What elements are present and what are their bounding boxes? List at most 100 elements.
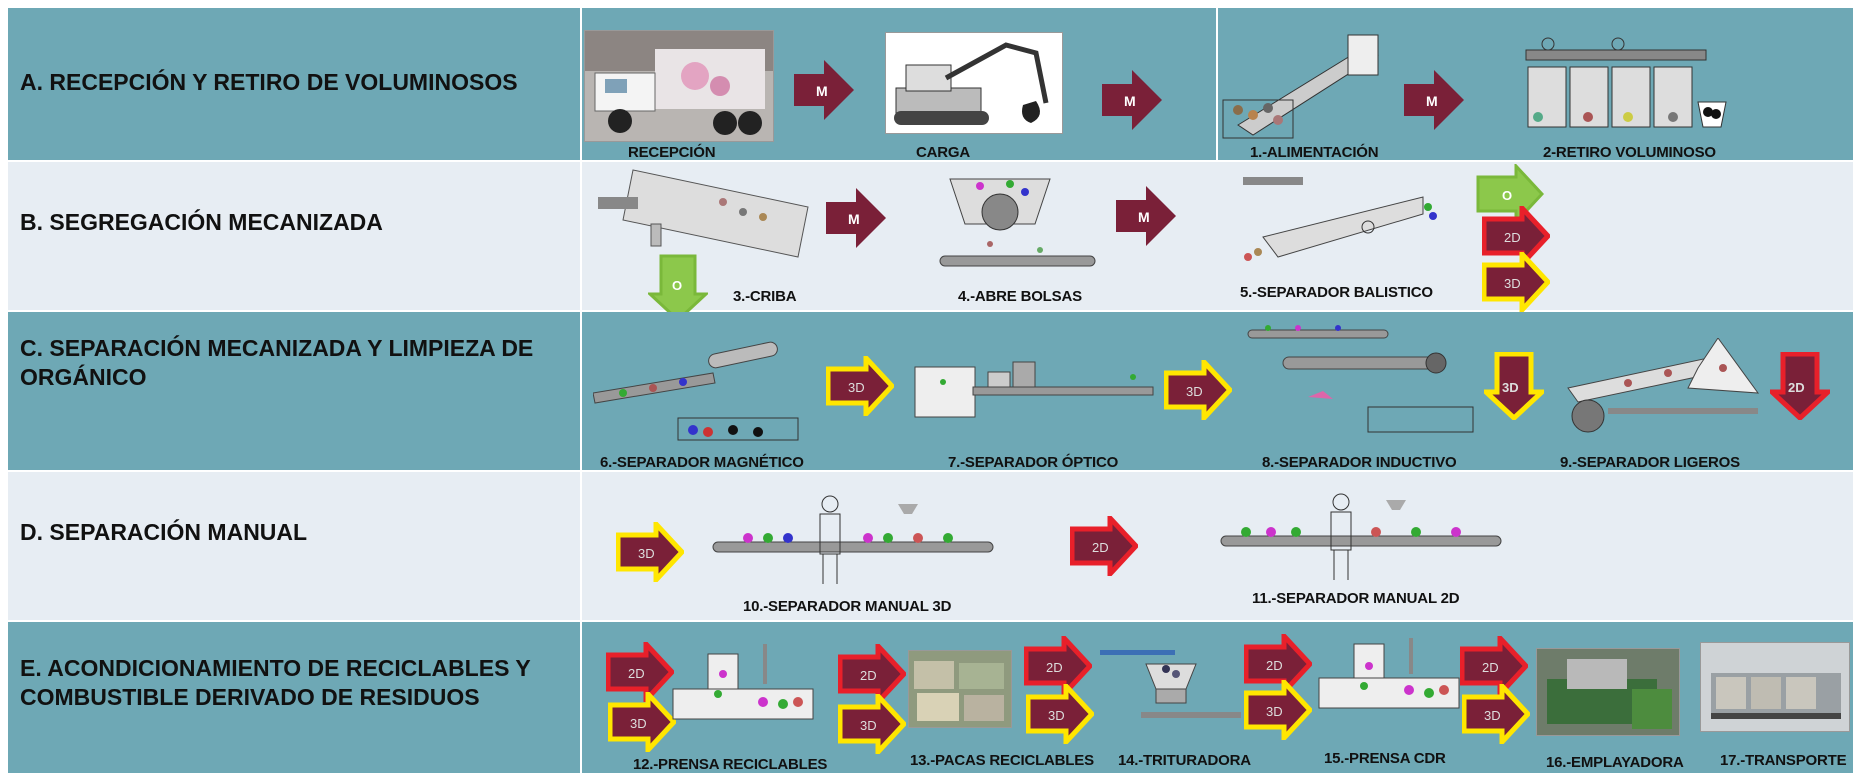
svg-text:3D: 3D (1266, 704, 1283, 719)
step-label: 9.-SEPARADOR LIGEROS (1560, 454, 1740, 471)
svg-text:M: M (1426, 93, 1438, 109)
svg-text:3D: 3D (848, 380, 865, 395)
divider (1216, 8, 1218, 160)
bulky-removal-illustration (1525, 37, 1727, 128)
arrow-m-icon: M (1404, 70, 1464, 130)
manual-sorting-2d-illustration (1220, 493, 1502, 580)
trommel-illustration (598, 169, 809, 258)
step-label: 2-RETIRO VOLUMINOSO (1543, 144, 1716, 161)
arrow-m-icon: M (1102, 70, 1162, 130)
section-c-row: C. SEPARACIÓN MECANIZADA Y LIMPIEZA DE O… (8, 312, 1853, 471)
step-label: CARGA (916, 144, 970, 161)
svg-text:O: O (672, 278, 682, 293)
svg-text:3D: 3D (1502, 380, 1519, 395)
divider (580, 8, 582, 160)
step-label: 17.-TRANSPORTE (1720, 752, 1847, 769)
truck-illustration (584, 30, 774, 142)
arrow-2d-icon: 2D (1244, 634, 1312, 694)
shredder-illustration (1100, 650, 1241, 718)
arrow-3d-icon: 3D (1026, 684, 1094, 744)
arrow-m-icon: M (1116, 186, 1176, 246)
svg-text:3D: 3D (1484, 708, 1501, 723)
svg-text:2D: 2D (628, 666, 645, 681)
manual-sorting-3d-illustration (712, 495, 994, 584)
step-label: 7.-SEPARADOR ÓPTICO (948, 454, 1119, 471)
svg-text:2D: 2D (1504, 230, 1521, 245)
step-label: 11.-SEPARADOR MANUAL 2D (1252, 590, 1460, 607)
svg-text:M: M (1138, 209, 1150, 225)
arrow-2d-icon: 2D (838, 644, 906, 704)
arrow-2d-icon: 2D (1482, 206, 1550, 266)
step-label: 15.-PRENSA CDR (1324, 750, 1446, 767)
divider (580, 622, 582, 773)
light-separator-illustration (1567, 338, 1760, 433)
section-d-title: D. SEPARACIÓN MANUAL (20, 519, 308, 545)
step-label: 1.-ALIMENTACIÓN (1250, 144, 1379, 161)
section-e-row: E. ACONDICIONAMIENTO DE RECICLABLES Y CO… (8, 622, 1853, 773)
step-label: 3.-CRIBA (733, 288, 797, 305)
arrow-2d-icon: 2D (1070, 516, 1138, 576)
excavator-illustration (885, 32, 1063, 134)
section-d-row: D. SEPARACIÓN MANUAL 3D 10.-SEPARADOR MA… (8, 472, 1853, 620)
step-label: RECEPCIÓN (628, 144, 716, 161)
step-label: 8.-SEPARADOR INDUCTIVO (1262, 454, 1457, 471)
section-e-title: E. ACONDICIONAMIENTO DE RECICLABLES Y CO… (20, 655, 531, 710)
step-label: 14.-TRITURADORA (1118, 752, 1251, 769)
svg-text:3D: 3D (1186, 384, 1203, 399)
svg-text:2D: 2D (1266, 658, 1283, 673)
transport-truck-photo (1700, 642, 1850, 732)
section-a-title: A. RECEPCIÓN Y RETIRO DE VOLUMINOSOS (20, 69, 518, 95)
arrow-2d-icon: 2D (1024, 636, 1092, 696)
svg-text:M: M (816, 83, 828, 99)
rdf-press-illustration (1318, 638, 1460, 709)
arrow-3d-icon: 3D (826, 356, 894, 416)
arrow-o-icon: O (1476, 164, 1544, 224)
svg-text:3D: 3D (1048, 708, 1065, 723)
step-label: 5.-SEPARADOR BALISTICO (1240, 284, 1433, 301)
bag-opener-illustration (939, 178, 1096, 267)
divider (580, 162, 582, 310)
divider (580, 312, 582, 470)
recyclable-bales-photo (908, 650, 1012, 728)
arrow-3d-icon: 3D (1164, 360, 1232, 420)
inductive-separator-illustration (1247, 325, 1474, 433)
arrow-3d-icon: 3D (1482, 252, 1550, 312)
arrow-2d-icon: 2D (606, 642, 674, 702)
section-c-title: C. SEPARACIÓN MECANIZADA Y LIMPIEZA DE O… (20, 335, 534, 390)
svg-text:3D: 3D (1504, 276, 1521, 291)
divider (580, 472, 582, 620)
arrow-3d-icon: 3D (838, 694, 906, 754)
step-label: 13.-PACAS RECICLABLES (910, 752, 1094, 769)
svg-text:3D: 3D (638, 546, 655, 561)
svg-text:3D: 3D (860, 718, 877, 733)
step-label: 16.-EMPLAYADORA (1546, 754, 1684, 771)
svg-text:2D: 2D (1482, 660, 1499, 675)
arrow-3d-icon: 3D (608, 692, 676, 752)
svg-text:2D: 2D (1046, 660, 1063, 675)
svg-text:2D: 2D (1092, 540, 1109, 555)
ballistic-separator-illustration (1243, 177, 1437, 261)
feeder-illustration (1222, 34, 1379, 139)
svg-text:2D: 2D (860, 668, 877, 683)
step-label: 12.-PRENSA RECICLABLES (633, 756, 828, 773)
arrow-m-icon: M (794, 60, 854, 120)
wrapping-machine-photo (1536, 648, 1680, 736)
step-label: 10.-SEPARADOR MANUAL 3D (743, 598, 952, 615)
arrow-o-down-icon: O (648, 254, 708, 322)
svg-text:M: M (1124, 93, 1136, 109)
optical-separator-illustration (914, 361, 1154, 418)
arrow-3d-icon: 3D (616, 522, 684, 582)
baler-illustration (672, 644, 814, 720)
arrow-m-icon: M (826, 188, 886, 248)
magnetic-separator-illustration (593, 341, 799, 441)
section-a-row: A. RECEPCIÓN Y RETIRO DE VOLUMINOSOS REC… (8, 8, 1853, 161)
arrow-3d-down-icon: 3D (1484, 352, 1544, 420)
arrow-3d-icon: 3D (1244, 680, 1312, 740)
section-b-row: B. SEGREGACIÓN MECANIZADA O 3.-CRIBA M 4… (8, 162, 1853, 322)
arrow-3d-icon: 3D (1462, 684, 1530, 744)
arrow-2d-icon: 2D (1460, 636, 1528, 696)
arrow-2d-down-icon: 2D (1770, 352, 1830, 420)
svg-text:O: O (1502, 188, 1512, 203)
svg-text:M: M (848, 211, 860, 227)
svg-text:3D: 3D (630, 716, 647, 731)
